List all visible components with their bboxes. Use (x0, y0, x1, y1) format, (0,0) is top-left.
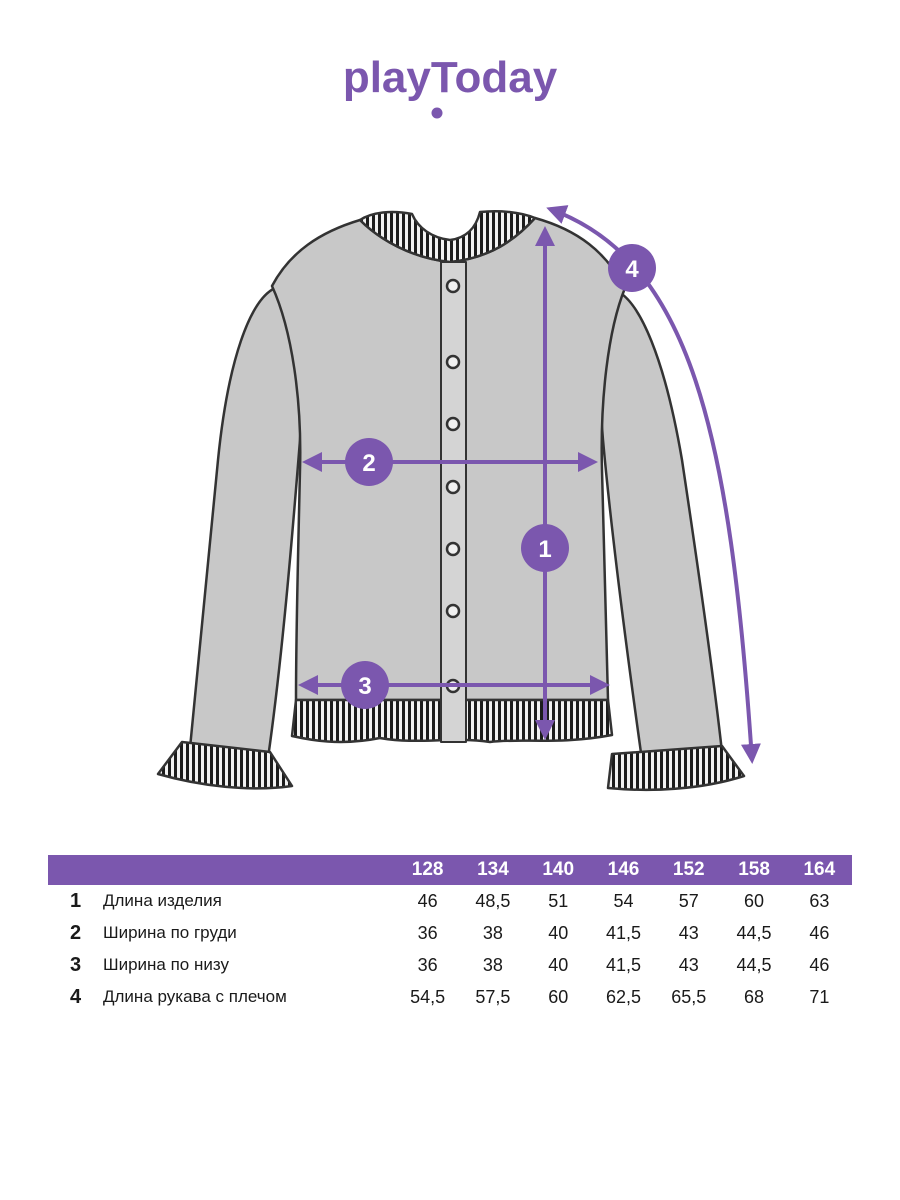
left-sleeve (188, 286, 304, 760)
table-cell: 60 (744, 890, 765, 911)
marker-2-circle (345, 438, 393, 486)
table-cell: 60 (548, 986, 569, 1007)
header-empty-cell (103, 855, 395, 885)
table-cell: 41,5 (605, 954, 641, 975)
button-dot (445, 354, 461, 370)
brand-logo-dot (431, 107, 443, 119)
table-cell: 46 (809, 922, 830, 943)
table-cell: 38 (482, 954, 503, 975)
size-header-row: 128 134 140 146 152 158 164 (48, 855, 852, 885)
table-cell: 46 (809, 954, 830, 975)
table-cell: 40 (548, 922, 569, 943)
table-cell: 57 (678, 890, 699, 911)
brand-logo-text: playToday (343, 53, 558, 102)
table-cell: 65,5 (671, 986, 707, 1007)
table-cell: 54 (613, 890, 634, 911)
table-cell: 71 (809, 986, 830, 1007)
table-cell: 68 (744, 986, 765, 1007)
table-row: 3 Ширина по низу 36 38 40 41,5 43 44,5 4… (48, 949, 852, 981)
marker-3-label: 3 (358, 673, 371, 700)
measurement-markers: 1 2 3 4 (341, 244, 656, 709)
row-number: 4 (69, 985, 82, 1008)
table-cell: 40 (548, 954, 569, 975)
table-cell: 44,5 (736, 954, 772, 975)
button-dot (445, 603, 461, 619)
button-dot (445, 278, 461, 294)
row-number: 1 (69, 889, 82, 912)
right-cuff (606, 744, 746, 792)
table-row: 1 Длина изделия 46 48,5 51 54 57 60 63 (48, 885, 852, 917)
size-header: 164 (786, 855, 852, 885)
left-cuff (156, 740, 294, 790)
table-cell: 57,5 (475, 986, 511, 1007)
table-cell: 43 (678, 954, 699, 975)
measure-line-4 (546, 205, 761, 764)
button-placket (440, 261, 467, 743)
table-cell: 51 (548, 890, 569, 911)
size-header: 128 (395, 855, 461, 885)
marker-1-label: 1 (538, 536, 551, 563)
table-cell: 46 (417, 890, 438, 911)
table-cell: 38 (482, 922, 503, 943)
size-header: 146 (590, 855, 657, 885)
marker-2-label: 2 (362, 450, 375, 477)
marker-1-circle (521, 524, 569, 572)
table-cell: 48,5 (475, 890, 511, 911)
size-header: 134 (460, 855, 526, 885)
table-cell: 44,5 (736, 922, 772, 943)
measurement-name: Ширина по низу (103, 955, 229, 974)
size-header: 158 (721, 855, 787, 885)
button-dot (445, 479, 461, 495)
size-table: 128 134 140 146 152 158 164 1 Длина изде… (48, 855, 852, 1013)
row-number: 3 (69, 953, 82, 976)
table-cell: 41,5 (605, 922, 641, 943)
collar-rib (358, 210, 537, 264)
button-dot (445, 541, 461, 557)
table-row: 2 Ширина по груди 36 38 40 41,5 43 44,5 … (48, 917, 852, 949)
measurement-name: Длина изделия (103, 891, 222, 910)
size-header: 140 (525, 855, 591, 885)
header-empty-cell (48, 855, 103, 885)
table-cell: 62,5 (605, 986, 641, 1007)
row-number: 2 (69, 921, 82, 944)
marker-3-circle (341, 661, 389, 709)
table-cell: 36 (417, 954, 438, 975)
table-cell: 54,5 (410, 986, 446, 1007)
marker-4-label: 4 (625, 256, 639, 283)
button-dot (445, 416, 461, 432)
marker-4-circle (608, 244, 656, 292)
measurement-name: Ширина по груди (103, 923, 237, 942)
right-sleeve (598, 288, 724, 762)
table-row: 4 Длина рукава с плечом 54,5 57,5 60 62,… (48, 981, 852, 1013)
measurement-name: Длина рукава с плечом (103, 987, 287, 1006)
table-cell: 36 (417, 922, 438, 943)
size-header: 152 (656, 855, 722, 885)
table-cell: 63 (809, 890, 830, 911)
brand-logo: playToday (343, 53, 558, 119)
table-cell: 43 (678, 922, 699, 943)
measurement-diagram: 1 2 3 4 (156, 205, 761, 792)
